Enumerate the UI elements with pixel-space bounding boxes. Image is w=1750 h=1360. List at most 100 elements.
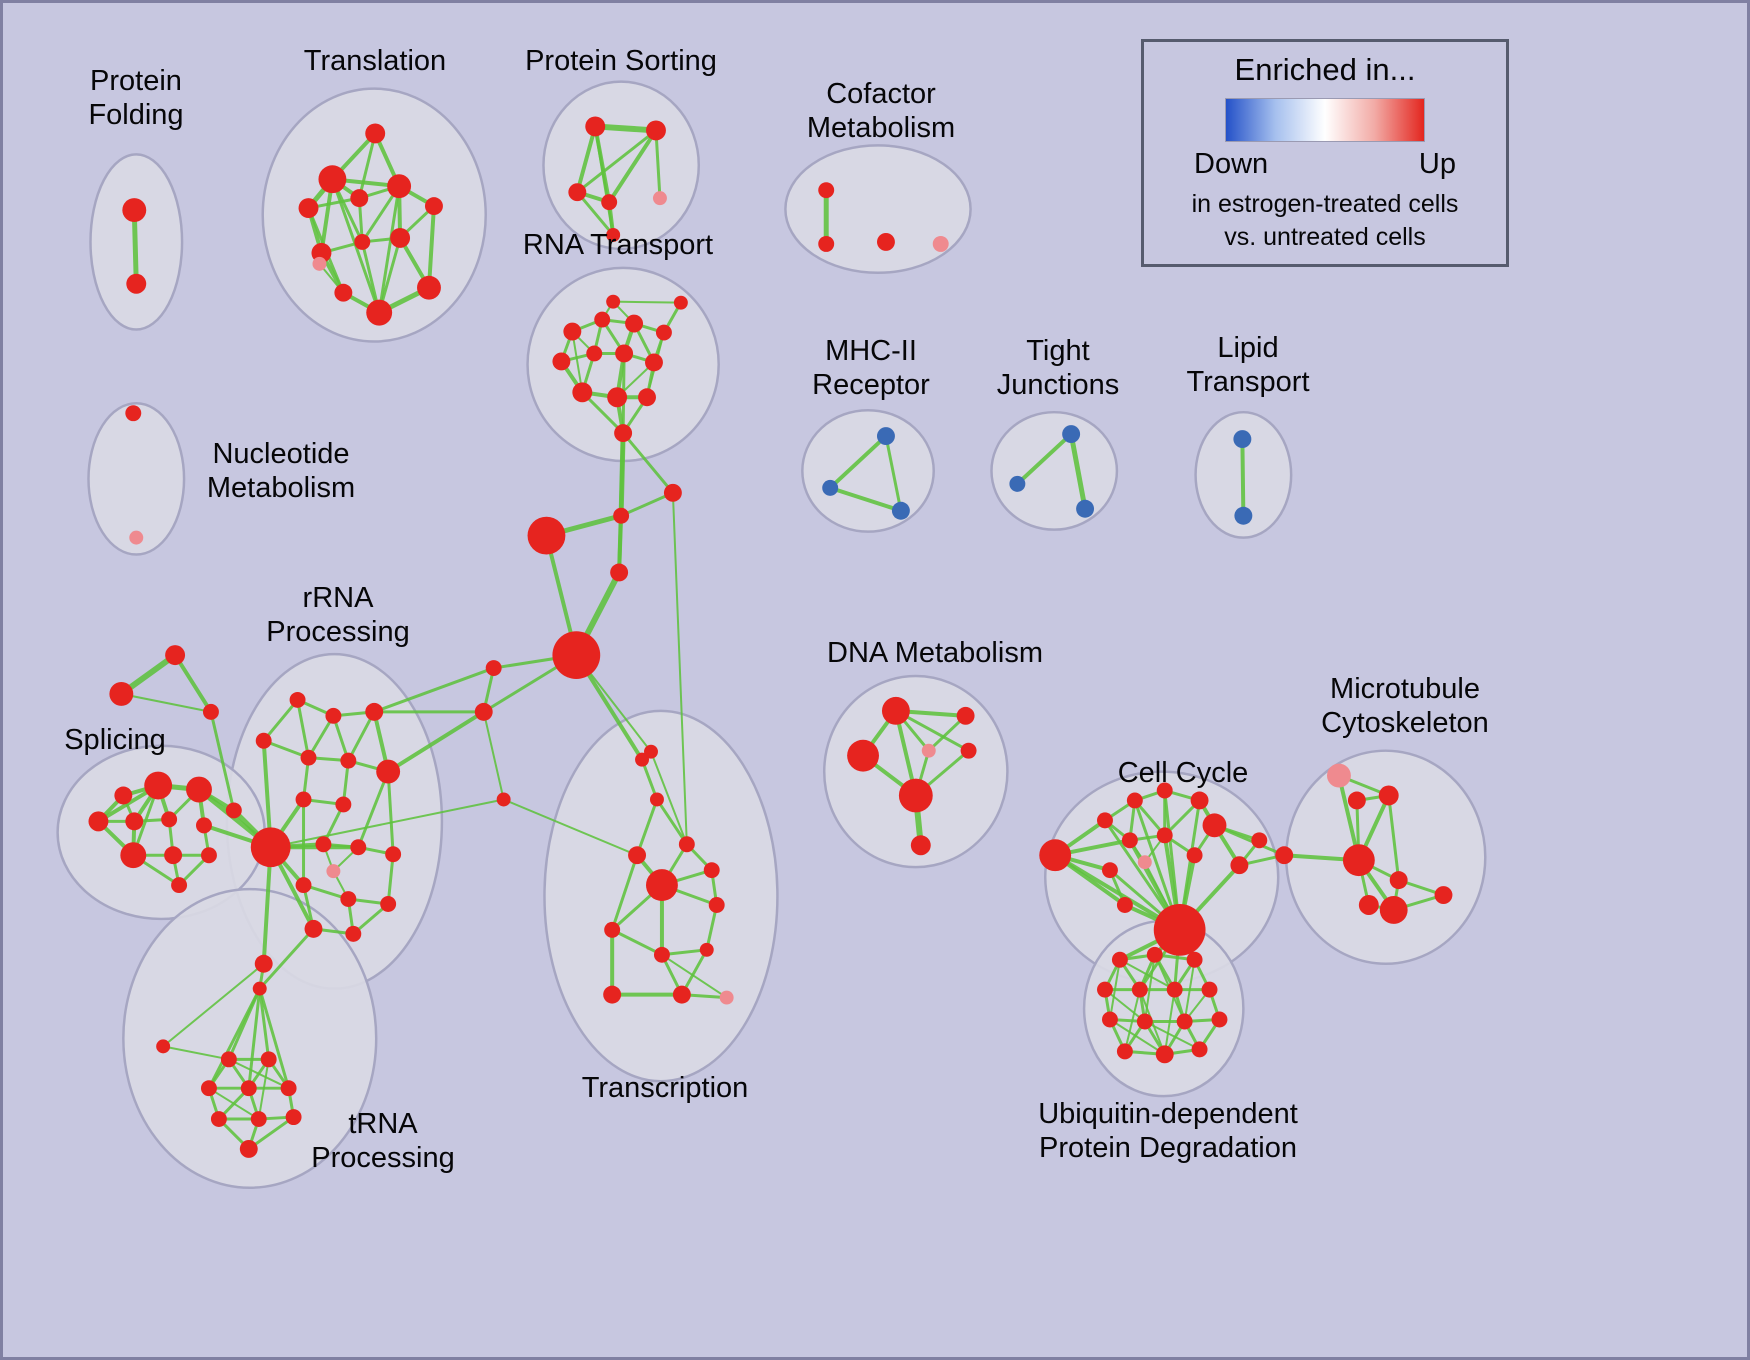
network-node (340, 752, 357, 769)
network-node (295, 877, 312, 894)
network-edge (482, 710, 505, 801)
network-node (225, 802, 242, 819)
network-edge (1387, 793, 1401, 882)
network-node (326, 864, 341, 879)
network-edge (269, 798, 505, 849)
network-node (1136, 1013, 1153, 1030)
network-edge (258, 987, 291, 1090)
network-node (350, 839, 367, 856)
network-node (1342, 844, 1375, 877)
network-node (304, 919, 323, 938)
network-edge (247, 1115, 296, 1151)
network-edge (356, 770, 390, 849)
network-edge (660, 953, 728, 999)
network-node (956, 706, 975, 725)
network-node (1186, 951, 1203, 968)
network-node (663, 483, 682, 502)
network-node (280, 1080, 297, 1097)
network-node (240, 1080, 257, 1097)
network-node (1176, 1013, 1193, 1030)
cluster-ellipse-tight-junctions (990, 410, 1119, 531)
network-node (285, 1109, 302, 1126)
network-node (1153, 904, 1206, 956)
network-node (1190, 791, 1209, 810)
network-node (220, 1051, 237, 1068)
network-node (366, 299, 393, 326)
network-node (646, 869, 678, 902)
network-node (1234, 506, 1253, 525)
network-node (1378, 785, 1399, 806)
network-edge (1015, 432, 1074, 486)
network-node (161, 811, 178, 828)
network-edge (610, 928, 664, 957)
network-node (610, 563, 629, 582)
network-edge (258, 987, 271, 1061)
network-edge (607, 128, 658, 205)
network-node (653, 946, 670, 963)
network-edge (372, 666, 496, 714)
network-node (1230, 856, 1249, 875)
network-node (527, 516, 566, 555)
network-node (340, 891, 357, 907)
network-node (1191, 1041, 1208, 1058)
network-edge (1108, 1018, 1166, 1056)
network-node (876, 232, 895, 251)
network-edge (655, 797, 689, 846)
network-node (200, 847, 217, 864)
network-node (625, 314, 644, 333)
network-edge (296, 698, 311, 760)
network-node (822, 479, 839, 496)
network-edge (621, 431, 675, 495)
network-node (615, 344, 634, 363)
network-node (719, 990, 734, 1005)
network-node (312, 256, 327, 271)
cluster-ellipse-trna-processing (122, 887, 378, 1189)
network-edge (571, 330, 584, 394)
network-node (628, 846, 647, 865)
network-edge (575, 124, 598, 195)
network-edge (247, 987, 262, 1090)
network-edge (1103, 988, 1146, 1023)
network-node (171, 877, 188, 894)
network-node (122, 198, 147, 223)
network-node (614, 424, 633, 443)
network-node (125, 405, 142, 422)
network-node (210, 1111, 227, 1128)
network-node (114, 786, 133, 805)
network-node (380, 896, 397, 912)
network-node (1116, 897, 1133, 913)
network-node (818, 182, 835, 199)
network-edge (649, 750, 688, 846)
network-node (1121, 832, 1138, 849)
network-node (635, 752, 650, 767)
network-node (325, 707, 342, 724)
network-node (898, 778, 933, 813)
network-node (1379, 896, 1408, 924)
network-node (603, 985, 622, 1004)
network-node (881, 696, 910, 725)
network-node (345, 925, 362, 942)
network-edge (610, 853, 639, 932)
network-node (120, 842, 147, 869)
network-node (387, 174, 412, 199)
network-node (563, 322, 582, 341)
network-node (1389, 871, 1408, 890)
network-node (655, 324, 672, 341)
network-node (1202, 813, 1227, 838)
network-node (1166, 981, 1183, 998)
network-edge (884, 434, 903, 513)
network-node (390, 228, 411, 248)
network-edge (575, 190, 615, 237)
network-node (424, 197, 443, 216)
network-edge (575, 128, 658, 194)
network-node (318, 165, 347, 194)
network-edge (671, 491, 688, 846)
network-node (252, 981, 267, 996)
network-node (594, 311, 611, 328)
network-node (678, 836, 695, 853)
network-node (607, 387, 628, 408)
network-node (1434, 886, 1453, 905)
network-node (606, 294, 621, 309)
network-edge (592, 123, 659, 134)
network-node (164, 846, 183, 865)
